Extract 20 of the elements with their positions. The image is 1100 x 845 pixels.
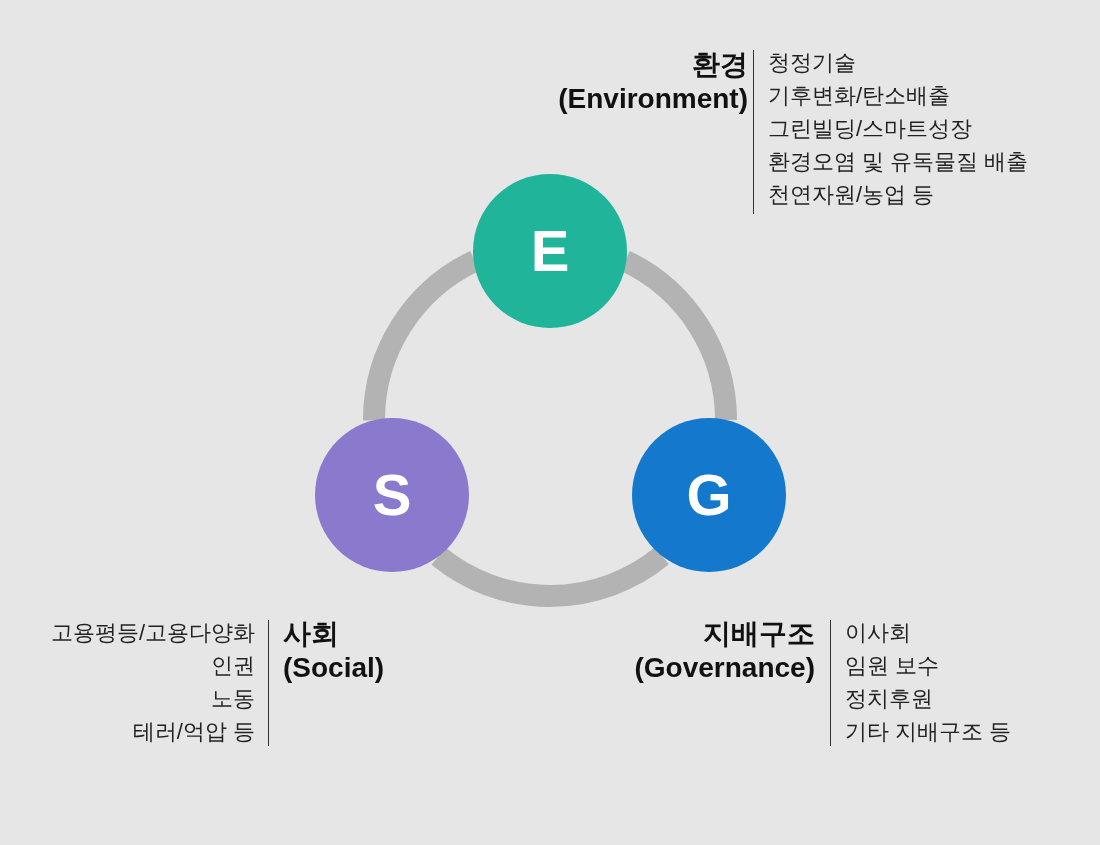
topic-item: 그린빌딩/스마트성장 <box>768 116 973 142</box>
topic-item: 이사회 <box>845 620 911 646</box>
letter-circle: G <box>632 418 786 572</box>
topic-item: 천연자원/농업 등 <box>768 182 935 208</box>
topic-item: 기타 지배구조 등 <box>845 719 1012 745</box>
topic-item: 임원 보수 <box>845 653 940 679</box>
topic-item: 인권 <box>211 653 255 679</box>
topic-item: 환경오염 및 유독물질 배출 <box>768 149 1029 175</box>
category-heading: 환경 (Environment) <box>557 48 748 116</box>
topic-item: 고용평등/고용다양화 <box>50 620 255 646</box>
category-heading: 지배구조 (Governance) <box>633 617 815 685</box>
topic-item: 청정기술 <box>768 50 856 76</box>
letter-circle: S <box>315 418 469 572</box>
topic-item: 정치후원 <box>845 686 933 712</box>
category-heading: 사회 (Social) <box>283 617 386 685</box>
topic-item: 노동 <box>211 686 255 712</box>
topic-item: 테러/억압 등 <box>132 719 255 745</box>
letter-circle: E <box>473 174 627 328</box>
ring-arc <box>432 546 669 607</box>
topic-item: 기후변화/탄소배출 <box>768 83 951 109</box>
